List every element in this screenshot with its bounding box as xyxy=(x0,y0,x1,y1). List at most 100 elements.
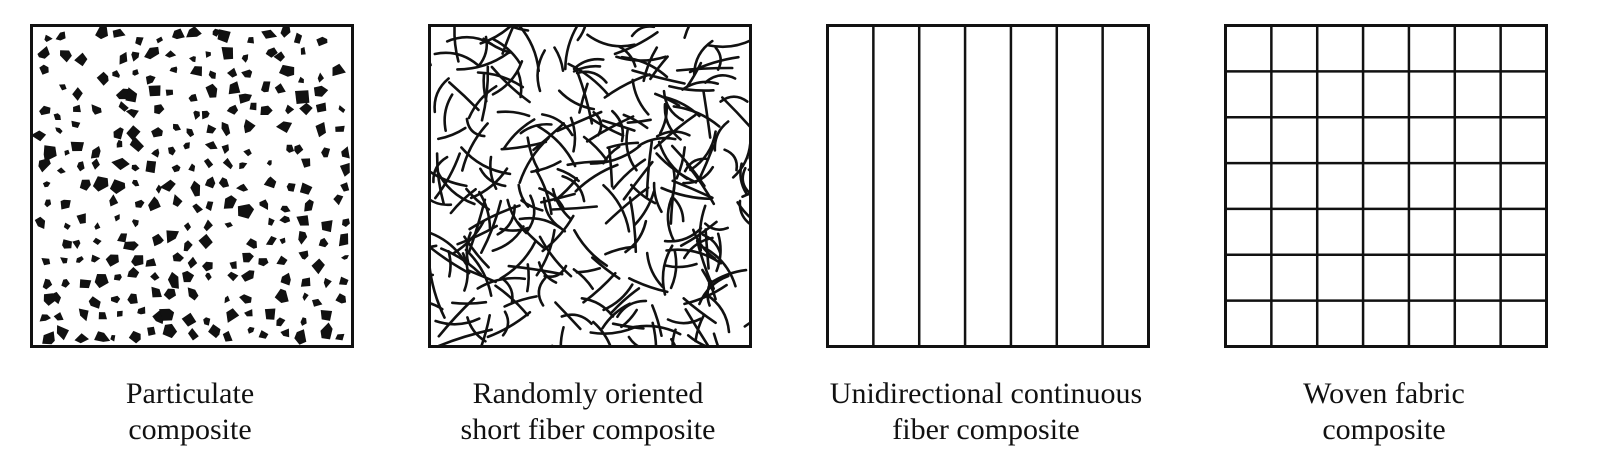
particle xyxy=(236,183,249,192)
particle xyxy=(315,102,327,113)
particle xyxy=(242,252,254,263)
particle xyxy=(304,199,314,212)
particle xyxy=(226,308,240,323)
particle xyxy=(333,194,344,206)
particle xyxy=(129,136,144,152)
short-fiber xyxy=(538,235,573,278)
particle xyxy=(342,218,350,227)
short-fiber xyxy=(689,130,717,172)
particle xyxy=(206,124,217,134)
particle xyxy=(315,122,326,138)
particle xyxy=(249,102,257,111)
short-fiber xyxy=(551,187,572,221)
particle xyxy=(323,277,332,289)
short-fiber xyxy=(490,65,531,104)
particle xyxy=(116,139,123,148)
woven-fabric-illustration xyxy=(1224,24,1548,348)
short-fiber xyxy=(461,252,469,292)
short-fiber xyxy=(739,162,748,195)
particle xyxy=(112,28,126,38)
particle xyxy=(151,148,160,158)
short-fiber xyxy=(434,152,461,200)
particle xyxy=(247,37,254,44)
particle xyxy=(92,176,109,192)
particle xyxy=(300,277,311,287)
short-fiber xyxy=(432,155,449,184)
caption-random-line1: Randomly oriented xyxy=(472,377,704,410)
particle xyxy=(44,34,53,42)
particle xyxy=(88,296,101,309)
short-fiber xyxy=(463,235,490,269)
particle xyxy=(228,81,241,95)
short-fiber xyxy=(714,46,722,71)
short-fiber xyxy=(535,228,556,277)
particle xyxy=(260,105,273,115)
particle xyxy=(173,123,181,131)
particle xyxy=(188,328,199,341)
particle xyxy=(119,51,128,65)
short-fiber xyxy=(434,317,481,326)
short-fiber xyxy=(655,152,698,184)
particle xyxy=(60,50,72,63)
particle xyxy=(221,121,231,137)
short-fiber xyxy=(713,120,730,152)
short-fiber xyxy=(712,332,720,348)
particle xyxy=(168,146,176,156)
short-fiber xyxy=(465,117,486,138)
particle xyxy=(294,329,307,345)
short-fiber xyxy=(465,231,472,265)
short-fiber xyxy=(491,60,524,96)
particle xyxy=(276,317,286,327)
caption-particulate-line1: Particulate xyxy=(125,377,255,410)
particle xyxy=(202,261,213,272)
short-fiber xyxy=(526,263,530,293)
particle xyxy=(131,164,140,172)
short-fiber xyxy=(627,324,682,336)
particle xyxy=(221,144,229,154)
short-fiber xyxy=(651,304,663,337)
particle xyxy=(318,237,329,248)
short-fiber xyxy=(645,251,664,288)
particle xyxy=(311,258,325,275)
particle xyxy=(53,312,64,321)
short-fiber xyxy=(703,222,729,231)
particle xyxy=(91,254,101,263)
particle xyxy=(132,219,139,228)
short-fiber xyxy=(556,110,603,133)
particle xyxy=(293,32,303,44)
particle xyxy=(78,308,89,322)
particle xyxy=(316,36,328,47)
particle xyxy=(114,214,120,222)
particle xyxy=(155,184,162,194)
random-fiber-frame xyxy=(428,24,752,348)
particle xyxy=(203,158,214,169)
particle xyxy=(186,128,195,138)
particle xyxy=(41,258,51,266)
particle xyxy=(92,237,102,245)
short-fiber xyxy=(525,194,536,233)
random-short-fiber-illustration xyxy=(428,24,752,348)
particle xyxy=(145,258,157,267)
short-fiber xyxy=(630,25,656,38)
short-fiber xyxy=(557,89,596,111)
short-fiber xyxy=(624,219,648,254)
particle xyxy=(42,331,55,345)
short-fiber xyxy=(526,136,541,173)
short-fiber xyxy=(489,155,498,190)
particle xyxy=(42,278,53,290)
short-fiber xyxy=(492,38,522,65)
short-fiber xyxy=(613,30,659,56)
particle xyxy=(71,120,81,128)
short-fiber xyxy=(660,186,713,201)
short-fiber xyxy=(437,297,476,338)
particle xyxy=(294,144,304,155)
particle xyxy=(190,180,201,197)
particle xyxy=(285,104,295,115)
short-fiber xyxy=(428,262,446,319)
particle xyxy=(302,292,309,301)
panel-unidirectional: Unidirectional continuous fiber composit… xyxy=(806,0,1166,456)
short-fiber xyxy=(480,199,503,254)
caption-uni-line2: fiber composite xyxy=(892,413,1080,446)
particle xyxy=(338,233,349,247)
particle xyxy=(183,142,190,150)
